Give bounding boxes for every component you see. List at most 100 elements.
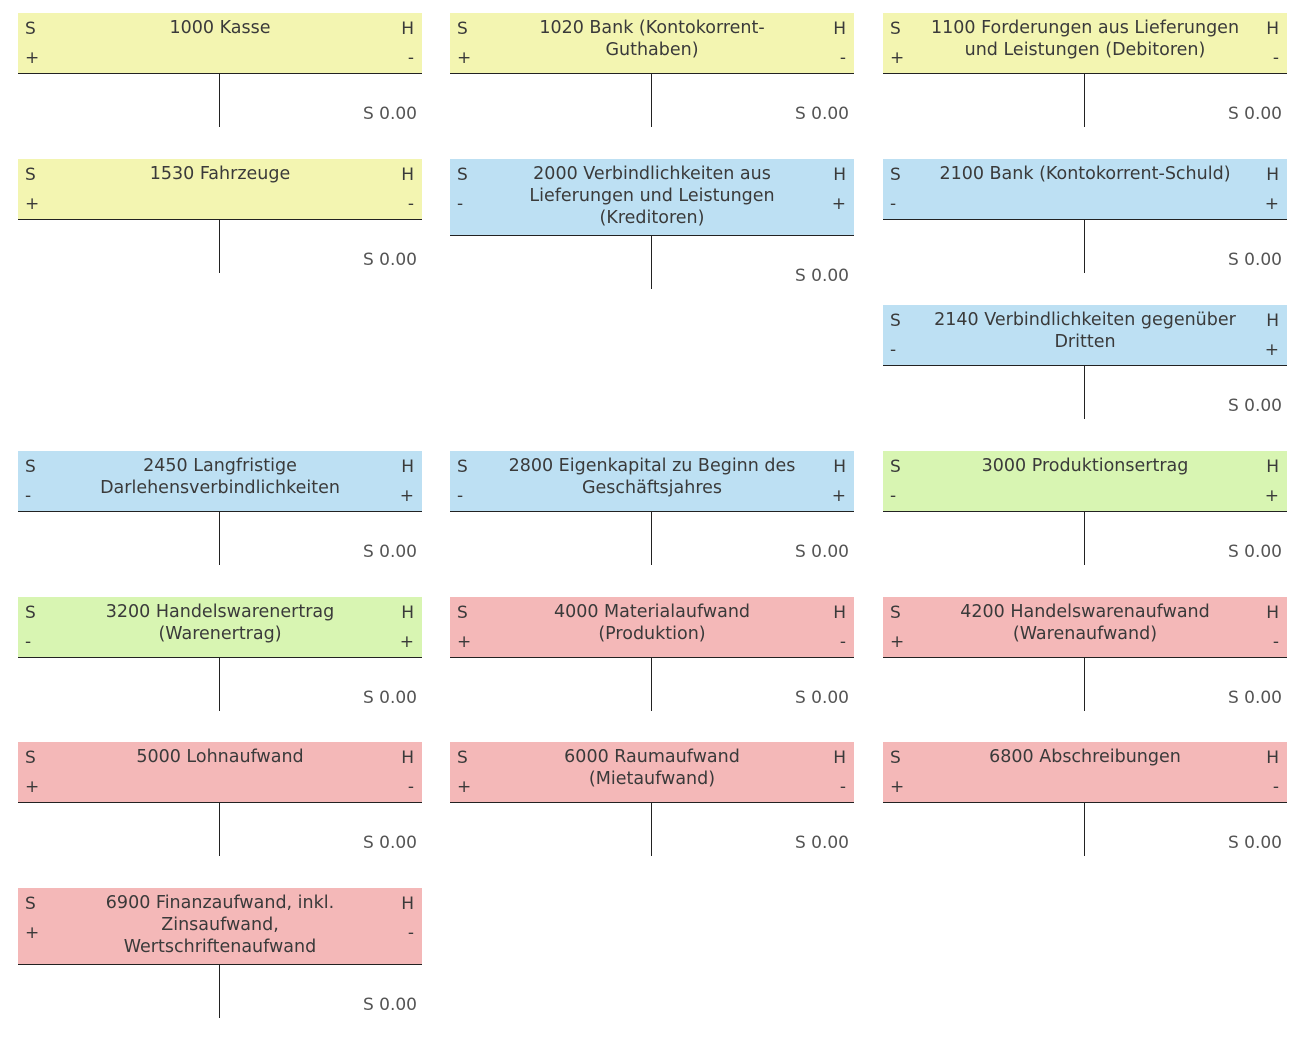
debit-label: S xyxy=(890,603,901,623)
t-account-6900[interactable]: S H + - 6900 Finanzaufwand, inkl. Zinsau… xyxy=(18,888,422,1018)
t-divider xyxy=(651,658,652,711)
t-account-1530[interactable]: S H + - 1530 Fahrzeuge S 0.00 xyxy=(18,159,422,273)
credit-label: H xyxy=(401,894,414,914)
t-account-3200[interactable]: S H - + 3200 Handelswarenertrag (Warener… xyxy=(18,597,422,711)
debit-label: S xyxy=(457,19,468,39)
debit-sign: + xyxy=(25,777,40,797)
credit-label: H xyxy=(1266,19,1279,39)
debit-sign: - xyxy=(25,632,32,652)
credit-sign: - xyxy=(407,923,414,943)
t-account-2100[interactable]: S H - + 2100 Bank (Kontokorrent-Schuld) … xyxy=(883,159,1287,273)
credit-label: H xyxy=(833,165,846,185)
account-title: 2000 Verbindlichkeiten aus Lieferungen u… xyxy=(529,164,775,228)
debit-sign: - xyxy=(25,486,32,506)
account-title: 6000 Raumaufwand (Mietaufwand) xyxy=(564,747,740,789)
account-title: 5000 Lohnaufwand xyxy=(136,747,304,767)
t-account-1020[interactable]: S H + - 1020 Bank (Kontokorrent-Guthaben… xyxy=(450,13,854,127)
debit-label: S xyxy=(890,457,901,477)
account-balance: S 0.00 xyxy=(362,250,417,270)
debit-sign: - xyxy=(890,194,897,214)
account-balance: S 0.00 xyxy=(1227,833,1282,853)
account-body: S 0.00 xyxy=(883,74,1287,127)
account-title: 6800 Abschreibungen xyxy=(989,747,1181,767)
debit-label: S xyxy=(25,748,36,768)
credit-label: H xyxy=(1266,748,1279,768)
account-header: S H + - 5000 Lohnaufwand xyxy=(18,742,422,803)
t-account-6000[interactable]: S H + - 6000 Raumaufwand (Mietaufwand) S… xyxy=(450,742,854,856)
debit-label: S xyxy=(890,311,901,331)
account-balance: S 0.00 xyxy=(362,995,417,1015)
t-account-1100[interactable]: S H + - 1100 Forderungen aus Lieferungen… xyxy=(883,13,1287,127)
t-divider xyxy=(1084,512,1085,565)
credit-label: H xyxy=(401,457,414,477)
account-header: S H - + 3200 Handelswarenertrag (Warener… xyxy=(18,597,422,658)
debit-sign: + xyxy=(25,923,40,943)
t-divider xyxy=(1084,658,1085,711)
t-account-3000[interactable]: S H - + 3000 Produktionsertrag S 0.00 xyxy=(883,451,1287,565)
debit-label: S xyxy=(25,603,36,623)
account-header: S H + - 1000 Kasse xyxy=(18,13,422,74)
account-title: 2100 Bank (Kontokorrent-Schuld) xyxy=(939,164,1231,184)
credit-sign: + xyxy=(1264,340,1279,360)
credit-label: H xyxy=(833,748,846,768)
account-header: S H - + 2140 Verbindlichkeiten gegenüber… xyxy=(883,305,1287,366)
t-divider xyxy=(651,512,652,565)
account-balance: S 0.00 xyxy=(1227,688,1282,708)
debit-label: S xyxy=(890,748,901,768)
account-balance: S 0.00 xyxy=(1227,104,1282,124)
account-title: 1100 Forderungen aus Lieferungen und Lei… xyxy=(930,18,1240,60)
credit-label: H xyxy=(401,603,414,623)
account-balance: S 0.00 xyxy=(362,104,417,124)
t-divider xyxy=(219,803,220,856)
t-account-1000[interactable]: S H + - 1000 Kasse S 0.00 xyxy=(18,13,422,127)
credit-sign: - xyxy=(1272,48,1279,68)
t-account-2140[interactable]: S H - + 2140 Verbindlichkeiten gegenüber… xyxy=(883,305,1287,419)
t-account-2000[interactable]: S H - + 2000 Verbindlichkeiten aus Liefe… xyxy=(450,159,854,289)
credit-sign: + xyxy=(831,194,846,214)
t-divider xyxy=(1084,220,1085,273)
account-body: S 0.00 xyxy=(450,236,854,289)
account-body: S 0.00 xyxy=(18,658,422,711)
credit-sign: - xyxy=(407,194,414,214)
t-account-2800[interactable]: S H - + 2800 Eigenkapital zu Beginn des … xyxy=(450,451,854,565)
t-account-5000[interactable]: S H + - 5000 Lohnaufwand S 0.00 xyxy=(18,742,422,856)
account-header: S H - + 2000 Verbindlichkeiten aus Liefe… xyxy=(450,159,854,236)
debit-sign: - xyxy=(890,486,897,506)
account-body: S 0.00 xyxy=(883,220,1287,273)
credit-sign: - xyxy=(1272,777,1279,797)
credit-sign: + xyxy=(399,486,414,506)
t-account-4000[interactable]: S H + - 4000 Materialaufwand (Produktion… xyxy=(450,597,854,711)
account-balance: S 0.00 xyxy=(794,688,849,708)
account-header: S H - + 2800 Eigenkapital zu Beginn des … xyxy=(450,451,854,512)
t-divider xyxy=(1084,803,1085,856)
account-body: S 0.00 xyxy=(18,220,422,273)
account-balance: S 0.00 xyxy=(1227,250,1282,270)
account-body: S 0.00 xyxy=(450,74,854,127)
t-account-6800[interactable]: S H + - 6800 Abschreibungen S 0.00 xyxy=(883,742,1287,856)
t-divider xyxy=(219,965,220,1018)
credit-sign: + xyxy=(1264,486,1279,506)
account-header: S H + - 6800 Abschreibungen xyxy=(883,742,1287,803)
t-account-4200[interactable]: S H + - 4200 Handelswarenaufwand (Warena… xyxy=(883,597,1287,711)
debit-sign: - xyxy=(890,340,897,360)
t-account-2450[interactable]: S H - + 2450 Langfristige Darlehensverbi… xyxy=(18,451,422,565)
credit-label: H xyxy=(833,19,846,39)
debit-sign: + xyxy=(457,777,472,797)
t-divider xyxy=(1084,366,1085,419)
credit-label: H xyxy=(1266,311,1279,331)
t-divider xyxy=(1084,74,1085,127)
account-title: 3000 Produktionsertrag xyxy=(981,456,1189,476)
account-body: S 0.00 xyxy=(883,658,1287,711)
debit-label: S xyxy=(25,894,36,914)
debit-sign: + xyxy=(25,48,40,68)
account-title: 1530 Fahrzeuge xyxy=(149,164,291,184)
credit-label: H xyxy=(401,19,414,39)
account-body: S 0.00 xyxy=(18,74,422,127)
debit-sign: + xyxy=(890,48,905,68)
account-body: S 0.00 xyxy=(883,803,1287,856)
account-title: 4000 Materialaufwand (Produktion) xyxy=(553,602,751,644)
debit-label: S xyxy=(890,19,901,39)
credit-sign: + xyxy=(1264,194,1279,214)
account-body: S 0.00 xyxy=(450,512,854,565)
account-header: S H + - 1020 Bank (Kontokorrent-Guthaben… xyxy=(450,13,854,74)
